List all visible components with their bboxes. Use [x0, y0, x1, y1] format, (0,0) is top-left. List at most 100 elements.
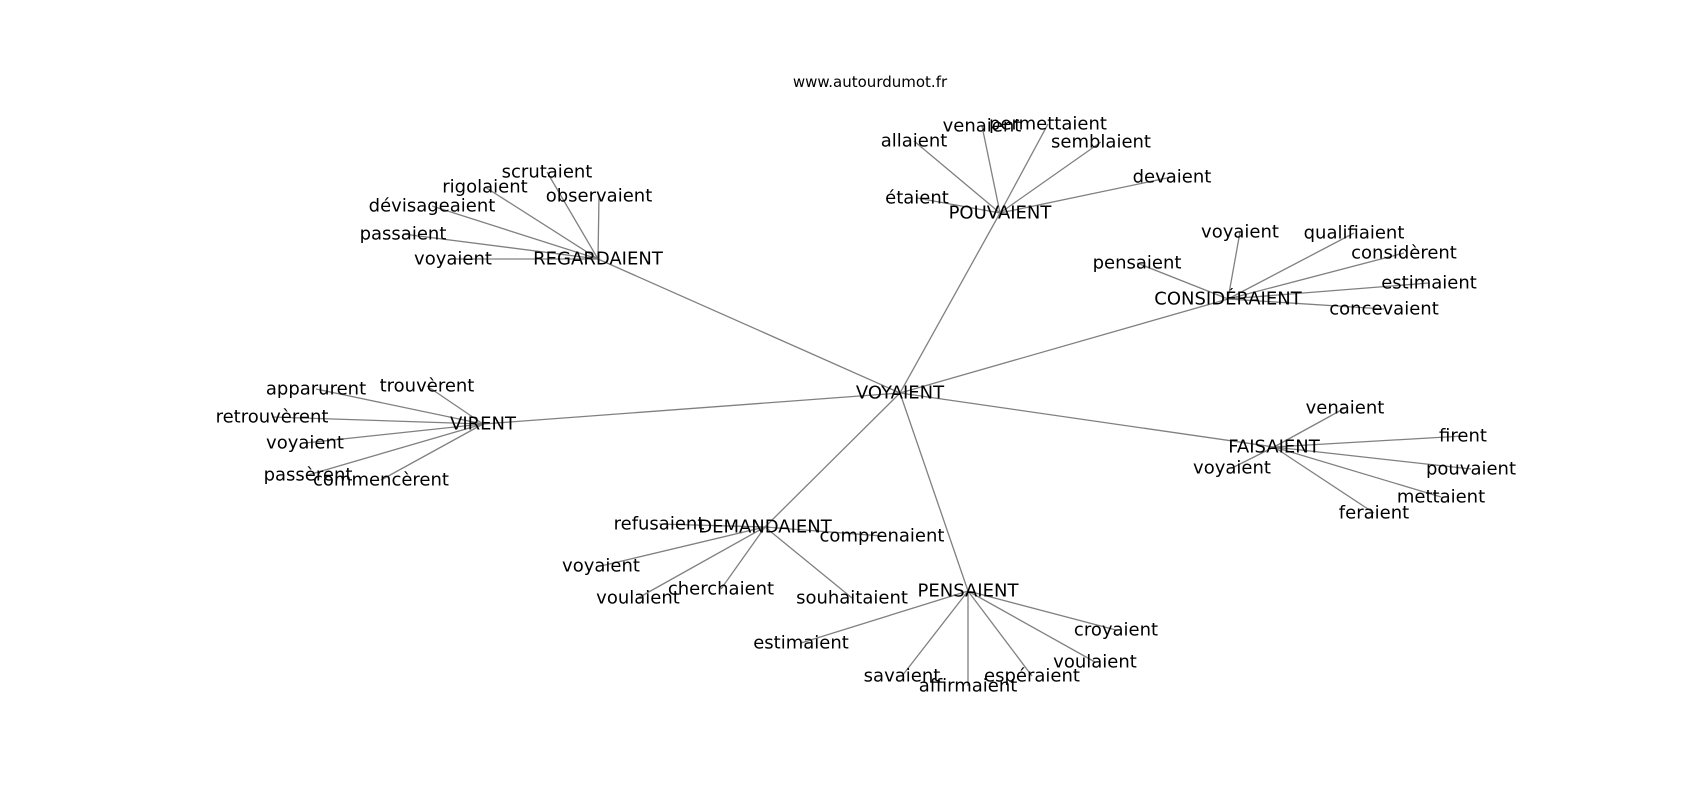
leaf-node-consideraient-qualifiaient: qualifiaient — [1304, 223, 1405, 244]
leaf-node-consideraient-pensaient: pensaient — [1093, 253, 1182, 274]
edge-regardaient-observaient — [597, 195, 600, 260]
edge-center-pouvaient — [899, 212, 1001, 394]
hub-node-pensaient: PENSAIENT — [918, 581, 1020, 602]
edge-faisaient-firent — [1273, 435, 1464, 448]
leaf-node-virent-voyaient: voyaient — [266, 433, 344, 454]
leaf-node-faisaient-venaient: venaient — [1306, 398, 1385, 419]
edge-regardaient-devisageaient — [431, 205, 599, 260]
leaf-node-consideraient-considerent: considèrent — [1351, 243, 1457, 264]
leaf-node-regardaient-devisageaient: dévisageaient — [369, 196, 496, 217]
edge-pouvaient-venaient — [981, 125, 1001, 214]
leaf-node-pensaient-savaient: savaient — [864, 666, 941, 687]
leaf-node-pensaient-affirmaient: affirmaient — [919, 676, 1018, 697]
leaf-node-virent-trouverent: trouvèrent — [380, 376, 475, 397]
hub-node-faisaient: FAISAIENT — [1228, 437, 1321, 458]
leaf-node-pouvaient-permettaient: permettaient — [989, 114, 1107, 135]
edge-regardaient-rigolaient — [484, 186, 599, 260]
center-node-label: VOYAIENT — [856, 383, 945, 404]
edge-virent-passerent — [307, 423, 484, 476]
leaf-node-faisaient-firent: firent — [1439, 426, 1487, 447]
leaf-node-pensaient-estimaient: estimaient — [753, 633, 849, 654]
hub-node-virent: VIRENT — [450, 414, 517, 435]
edge-pensaient-estimaient — [800, 590, 969, 644]
hub-node-pouvaient: POUVAIENT — [949, 203, 1053, 224]
edge-center-regardaient — [597, 258, 901, 394]
leaf-node-regardaient-scrutaient: scrutaient — [502, 162, 593, 183]
graph-labels: www.autourdumot.fr VOYAIENT REGARDAIENT sc… — [216, 73, 1516, 697]
edge-faisaient-voyaient — [1231, 446, 1275, 469]
edge-faisaient-feraient — [1273, 446, 1375, 514]
leaf-node-regardaient-voyaient: voyaient — [414, 249, 492, 270]
leaf-node-faisaient-mettaient: mettaient — [1397, 487, 1485, 508]
leaf-node-demandaient-refusaient: refusaient — [614, 514, 705, 535]
leaf-node-virent-commencerent: commencèrent — [313, 470, 449, 491]
edge-virent-retrouverent — [271, 416, 484, 425]
edge-consideraient-qualifiaient — [1227, 232, 1355, 300]
leaf-node-pensaient-voulaient: voulaient — [1053, 652, 1137, 673]
edge-virent-apparurent — [315, 388, 484, 425]
edge-virent-voyaient — [304, 423, 484, 444]
edge-consideraient-concevaient — [1227, 298, 1385, 310]
leaf-node-pouvaient-semblaient: semblaient — [1051, 132, 1151, 153]
edge-demandaient-refusaient — [658, 523, 766, 528]
edge-center-pensaient — [899, 392, 969, 592]
edge-demandaient-cherchaient — [720, 526, 766, 590]
leaf-node-pensaient-esperaient: espéraient — [984, 666, 1080, 687]
edge-demandaient-voyaient — [600, 526, 766, 567]
edge-faisaient-mettaient — [1273, 446, 1442, 498]
edge-pouvaient-devaient — [999, 176, 1173, 214]
edge-center-virent — [482, 392, 901, 425]
edge-pensaient-savaient — [901, 590, 969, 677]
edge-consideraient-estimaient — [1227, 282, 1430, 300]
edge-faisaient-pouvaient — [1273, 446, 1472, 470]
leaf-node-pouvaient-etaient: étaient — [885, 188, 949, 209]
leaf-node-faisaient-pouvaient: pouvaient — [1426, 459, 1516, 480]
edge-pouvaient-allaient — [913, 140, 1001, 214]
edge-virent-trouverent — [426, 385, 484, 425]
edge-regardaient-passaient — [402, 233, 599, 260]
edge-pouvaient-etaient — [916, 197, 1001, 214]
hub-node-consideraient: CONSIDÉRAIENT — [1154, 288, 1302, 310]
hub-node-demandaient: DEMANDAIENT — [698, 517, 833, 538]
edge-pensaient-esperaient — [967, 590, 1033, 677]
edge-consideraient-voyaient — [1227, 231, 1241, 300]
edge-center-consideraient — [899, 298, 1229, 394]
leaf-node-regardaient-observaient: observaient — [546, 186, 653, 207]
leaf-node-regardaient-rigolaient: rigolaient — [442, 177, 527, 198]
edge-faisaient-venaient — [1273, 407, 1346, 448]
leaf-node-demandaient-voyaient: voyaient — [562, 556, 640, 577]
edge-virent-commencerent — [380, 423, 484, 481]
leaf-node-pouvaient-devaient: devaient — [1133, 167, 1212, 188]
edge-regardaient-scrutaient — [546, 171, 599, 260]
leaf-node-regardaient-passaient: passaient — [360, 224, 447, 245]
edge-pensaient-croyaient — [967, 590, 1117, 631]
leaf-node-consideraient-voyaient: voyaient — [1201, 222, 1279, 243]
leaf-node-demandaient-cherchaient: cherchaient — [668, 579, 774, 600]
edge-pouvaient-semblaient — [999, 141, 1102, 214]
edge-consideraient-considerent — [1227, 252, 1405, 300]
leaf-node-consideraient-estimaient: estimaient — [1381, 273, 1477, 294]
edge-demandaient-souhaitaient — [764, 526, 853, 599]
leaf-node-consideraient-concevaient: concevaient — [1329, 299, 1439, 320]
leaf-node-pensaient-croyaient: croyaient — [1074, 620, 1158, 641]
leaf-node-demandaient-souhaitaient: souhaitaient — [796, 588, 908, 609]
leaf-node-virent-apparurent: apparurent — [266, 379, 366, 400]
hub-node-regardaient: REGARDAIENT — [533, 249, 664, 270]
leaf-node-pouvaient-allaient: allaient — [881, 131, 948, 152]
edge-pensaient-voulaient — [967, 590, 1096, 663]
edge-center-demandaient — [764, 392, 901, 528]
leaf-node-demandaient-comprenaient: comprenaient — [820, 526, 945, 547]
edge-demandaient-voulaient — [637, 526, 766, 599]
leaf-node-virent-retrouverent: retrouvèrent — [216, 407, 329, 428]
edge-consideraient-pensaient — [1136, 262, 1229, 300]
leaf-node-demandaient-voulaient: voulaient — [596, 588, 680, 609]
leaf-node-faisaient-voyaient: voyaient — [1193, 458, 1271, 479]
edge-center-faisaient — [899, 392, 1275, 448]
site-watermark: www.autourdumot.fr — [793, 73, 948, 91]
leaf-node-faisaient-feraient: feraient — [1339, 503, 1409, 524]
edge-pouvaient-permettaient — [999, 123, 1049, 214]
edge-demandaient-comprenaient — [764, 526, 883, 537]
graph-edges — [271, 123, 1472, 686]
leaf-node-virent-passerent: passèrent — [264, 465, 353, 486]
